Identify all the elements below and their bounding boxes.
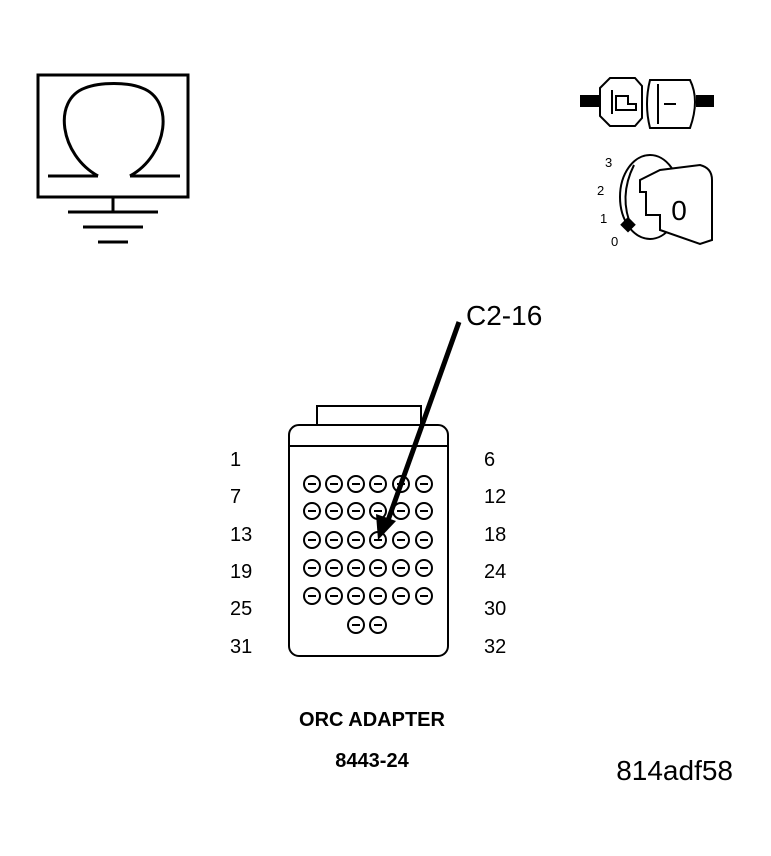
connector-pin [415,502,433,520]
connector-pin [347,502,365,520]
ignition-key-label: 0 [671,195,687,226]
pointer-label: C2-16 [466,300,542,331]
pin-label-left: 13 [230,524,252,546]
pin-label-left: 31 [230,636,252,658]
connector-pin [303,559,321,577]
connector-pin [347,531,365,549]
connector-pin [347,559,365,577]
connector-pin [415,531,433,549]
connector-pin [392,587,410,605]
pin-label-right: 18 [484,524,506,546]
connector-pin [347,475,365,493]
pin-label-right: 6 [484,449,495,471]
connector-part-number: 8443-24 [335,750,409,772]
orc-adapter-connector [288,405,449,657]
pin-label-left: 19 [230,561,252,583]
pin-label-right: 24 [484,561,506,583]
pin-labels-left: 1 7 13 19 25 31 [230,449,252,658]
connector-pin [369,559,387,577]
connector-pin [392,531,410,549]
connector-pin [369,587,387,605]
connector-pin [325,531,343,549]
ignition-key-icon: 3 2 1 0 0 [597,154,713,249]
connector-pin [303,587,321,605]
pin-labels-right: 6 12 18 24 30 32 [484,449,506,658]
connector-title: ORC ADAPTER [299,709,445,731]
ignition-position-2: 2 [597,183,604,198]
connector-pin-grid [303,475,433,634]
connector-pin [369,616,387,634]
pin-label-left: 25 [230,598,252,620]
connector-pin [415,475,433,493]
connector-pin [325,502,343,520]
connector-pin [347,587,365,605]
pin-label-left: 1 [230,449,241,471]
connector-pin [303,475,321,493]
pin-label-right: 30 [484,598,506,620]
pin-label-right: 32 [484,636,506,658]
pointer-arrow [376,321,462,540]
connector-pin [325,559,343,577]
connector-pin [415,587,433,605]
connector-pin [415,559,433,577]
pin-label-right: 12 [484,486,506,508]
figure-id: 814adf58 [616,755,733,786]
ignition-position-0: 0 [611,234,618,249]
connector-pin [303,531,321,549]
pin-label-left: 7 [230,486,241,508]
connector-pin [392,559,410,577]
ignition-position-3: 3 [605,155,612,170]
connector-pin [369,475,387,493]
ohmmeter-icon [36,73,190,244]
connector-disconnect-icon [580,77,714,129]
connector-pin [325,587,343,605]
connector-pin [303,502,321,520]
ignition-position-1: 1 [600,211,607,226]
connector-pin [325,475,343,493]
connector-pin [347,616,365,634]
